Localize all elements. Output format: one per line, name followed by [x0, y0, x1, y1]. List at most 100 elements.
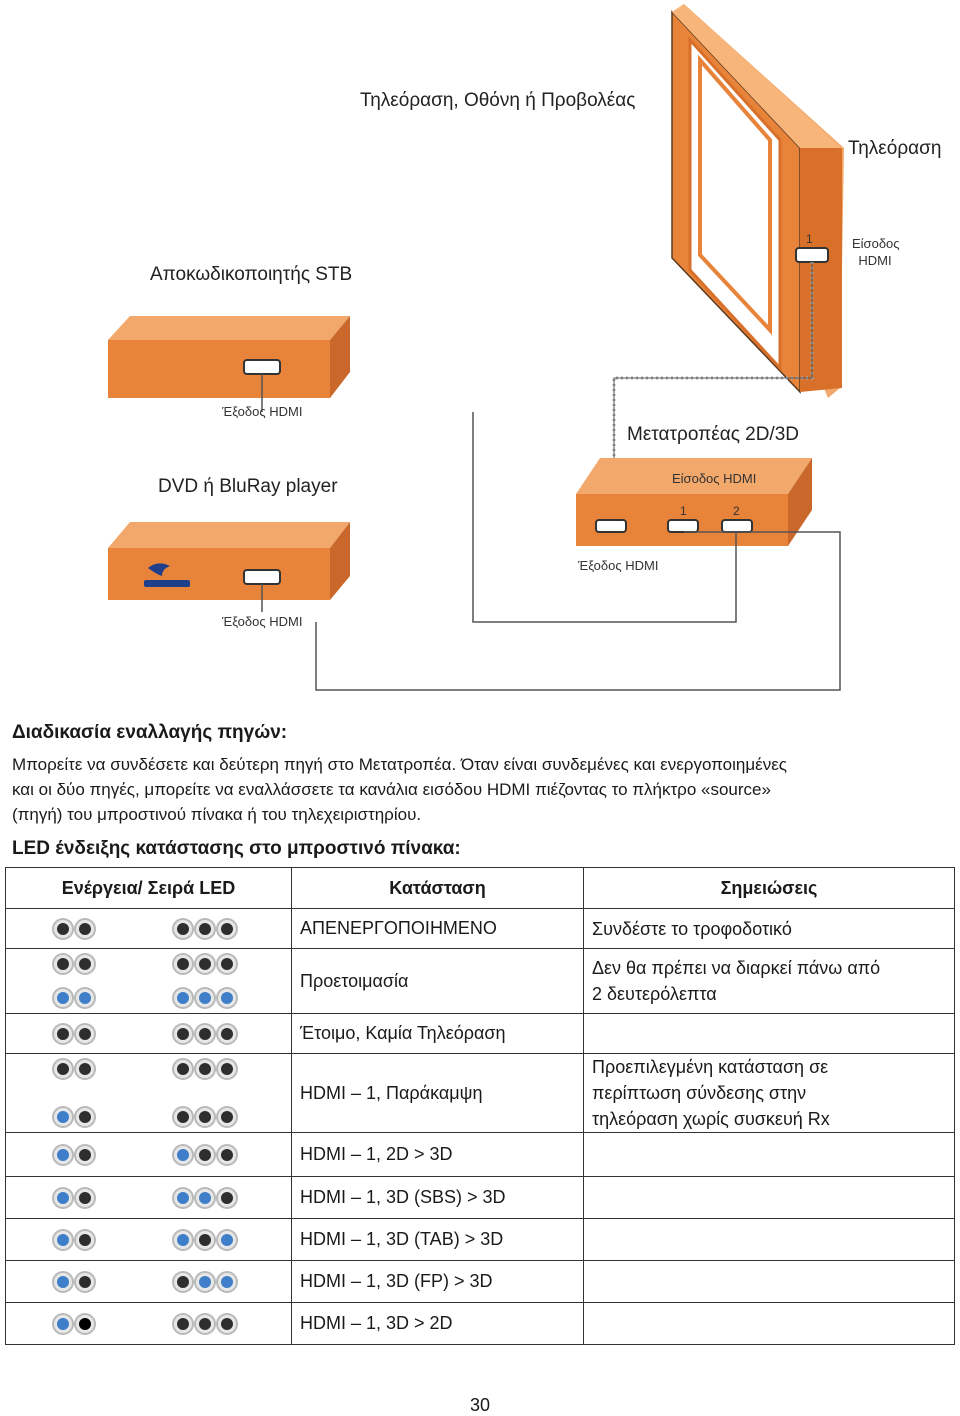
bluray-hdmi-port	[243, 569, 281, 585]
led-off-icon	[76, 1024, 94, 1043]
led-note-cell	[583, 1013, 955, 1054]
converter-port-number-1: 1	[680, 504, 687, 518]
led-off-icon	[218, 919, 236, 938]
led-blue-icon	[54, 1272, 72, 1291]
led-state-cell: HDMI – 1, 2D > 3D	[291, 1132, 584, 1177]
led-off-icon	[174, 955, 192, 973]
led-indicator-cell	[5, 1053, 292, 1133]
led-status-table: Ενέργεια/ Σειρά LED Κατάσταση Σημειώσεις…	[5, 867, 955, 1345]
led-off-icon	[76, 955, 94, 973]
led-set	[54, 1024, 291, 1043]
led-table-header: Ενέργεια/ Σειρά LED Κατάσταση Σημειώσεις	[5, 867, 955, 909]
led-state-cell: HDMI – 1, 3D (SBS) > 3D	[291, 1176, 584, 1219]
led-off-icon	[196, 1024, 214, 1043]
converter-input-port-2	[721, 519, 753, 533]
converter-output-port	[595, 519, 627, 533]
tv-input-label-line2: HDMI	[858, 253, 892, 268]
led-off-icon	[196, 1145, 214, 1164]
converter-input-label: Είσοδος HDMI	[672, 471, 757, 486]
led-state-text: HDMI – 1, 3D (TAB) > 3D	[300, 1229, 504, 1249]
tv-input-label-line1: Είσοδος	[852, 236, 900, 251]
led-state-text: HDMI – 1, 3D > 2D	[300, 1313, 453, 1333]
table-row: ΑΠΕΝΕΡΓΟΠΟΙΗΜΕΝΟ Συνδέστε το τροφοδοτικό	[5, 908, 955, 949]
led-black-icon	[76, 1314, 94, 1333]
led-note-cell	[583, 1260, 955, 1303]
led-note-cell: Συνδέστε το τροφοδοτικό	[583, 908, 955, 949]
led-blue-icon	[76, 989, 94, 1007]
led-off-icon	[76, 1060, 94, 1078]
switching-title: Διαδικασία εναλλαγής πηγών:	[12, 722, 288, 743]
led-indicator-cell	[5, 1218, 292, 1261]
bluray-logo-icon	[144, 563, 190, 587]
led-blue-icon	[218, 1230, 236, 1249]
converter-port-number-2: 2	[733, 504, 740, 518]
led-note-cell	[583, 1218, 955, 1261]
led-set	[54, 919, 291, 938]
led-blue-icon	[174, 989, 192, 1007]
led-off-icon	[174, 1108, 192, 1126]
switching-line-2: και οι δύο πηγές, μπορείτε να εναλλάσσετ…	[12, 780, 771, 799]
table-row: HDMI – 1, 2D > 3D	[5, 1132, 955, 1177]
led-state-text: HDMI – 1, 3D (SBS) > 3D	[300, 1187, 506, 1207]
led-off-icon	[218, 1145, 236, 1164]
led-blue-icon	[174, 1230, 192, 1249]
led-indicator-cell	[5, 908, 292, 949]
led-blue-icon	[54, 989, 72, 1007]
led-off-icon	[174, 919, 192, 938]
led-blue-icon	[54, 1145, 72, 1164]
led-indicator-cell	[5, 1302, 292, 1345]
led-off-icon	[196, 955, 214, 973]
led-off-icon	[76, 1188, 94, 1207]
tv-input-label: Είσοδος HDMI	[852, 236, 900, 268]
connection-diagram: 1 1 2	[108, 4, 844, 691]
led-set	[54, 955, 291, 973]
tv-illustration: 1	[671, 4, 844, 398]
led-off-icon	[196, 1314, 214, 1333]
led-off-icon	[54, 919, 72, 938]
led-note-line: Προεπιλεγμένη κατάσταση σε	[592, 1057, 829, 1077]
led-indicator-cell	[5, 1260, 292, 1303]
converter-output-label: Έξοδος HDMI	[578, 558, 659, 573]
led-blue-icon	[174, 1188, 192, 1207]
led-off-icon	[196, 919, 214, 938]
led-off-icon	[196, 1230, 214, 1249]
led-off-icon	[218, 1024, 236, 1043]
led-set	[54, 1188, 291, 1207]
switching-line-1: Μπορείτε να συνδέσετε και δεύτερη πηγή σ…	[12, 755, 788, 774]
led-state-cell: ΑΠΕΝΕΡΓΟΠΟΙΗΜΕΝΟ	[291, 908, 584, 949]
led-note-cell	[583, 1176, 955, 1219]
led-off-icon	[174, 1024, 192, 1043]
table-row: HDMI – 1, 3D (FP) > 3D	[5, 1260, 955, 1303]
led-off-icon	[54, 1060, 72, 1078]
led-off-icon	[54, 1024, 72, 1043]
led-off-icon	[76, 919, 94, 938]
led-set	[54, 1060, 291, 1078]
led-note-line: Συνδέστε το τροφοδοτικό	[592, 918, 792, 939]
led-off-icon	[174, 1060, 192, 1078]
led-state-cell: Έτοιμο, Καμία Τηλεόραση	[291, 1013, 584, 1054]
led-off-icon	[174, 1314, 192, 1333]
led-note-cell	[583, 1132, 955, 1177]
led-off-icon	[218, 1060, 236, 1078]
header-led-order: Ενέργεια/ Σειρά LED	[5, 867, 292, 909]
led-set	[54, 1145, 291, 1164]
led-set	[54, 989, 291, 1007]
led-state-text: Έτοιμο, Καμία Τηλεόραση	[300, 1023, 506, 1043]
led-note-line: 2 δευτερόλεπτα	[592, 984, 717, 1004]
led-blue-icon	[196, 1272, 214, 1291]
led-state-text: HDMI – 1, 3D (FP) > 3D	[300, 1271, 493, 1291]
bluray-label: DVD ή BluRay player	[158, 476, 338, 497]
led-state-cell: HDMI – 1, 3D (FP) > 3D	[291, 1260, 584, 1303]
led-indicator-cell	[5, 948, 292, 1014]
led-blue-icon	[54, 1108, 72, 1126]
led-blue-icon	[54, 1314, 72, 1333]
led-section-title: LED ένδειξης κατάστασης στο μπροστινό πί…	[12, 838, 461, 859]
led-state-text: HDMI – 1, Παράκαμψη	[300, 1082, 483, 1103]
led-off-icon	[76, 1145, 94, 1164]
led-blue-icon	[54, 1230, 72, 1249]
header-notes: Σημειώσεις	[583, 867, 955, 909]
led-state-cell: HDMI – 1, 3D > 2D	[291, 1302, 584, 1345]
